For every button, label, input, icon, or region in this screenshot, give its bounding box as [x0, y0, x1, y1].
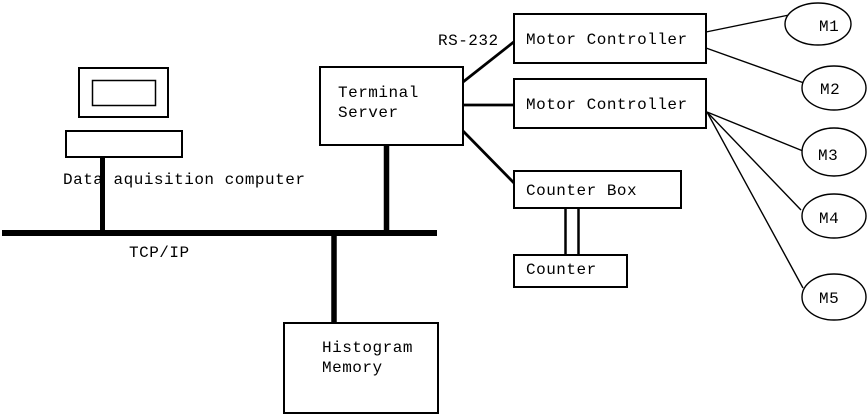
motor-controller-2-box [513, 78, 707, 129]
histogram-memory-box [283, 322, 439, 414]
motor-controller-1-label: Motor Controller [526, 31, 688, 49]
histogram-memory-label-line2: Memory [322, 359, 383, 377]
motor-m1-label: M1 [819, 18, 839, 36]
motor-m2-label: M2 [820, 81, 840, 99]
rs232-link-counter-box [462, 130, 517, 186]
computer-screen-icon [91, 79, 157, 107]
link-mc1-m2 [705, 47, 805, 84]
computer-keyboard-icon [65, 130, 183, 158]
counter-label: Counter [526, 261, 597, 279]
link-mc2-m4 [706, 111, 802, 211]
motor-m5-ellipse [801, 273, 867, 321]
counter-box [513, 254, 628, 288]
link-mc2-m5 [706, 111, 804, 289]
link-mc2-m3 [706, 111, 804, 152]
motor-m4-ellipse [801, 193, 867, 239]
counter-box-box [513, 170, 682, 209]
data-acquisition-computer-label: Data aquisition computer [63, 171, 305, 189]
motor-m2-ellipse [801, 65, 867, 111]
motor-m4-label: M4 [819, 210, 839, 228]
tcpip-label: TCP/IP [129, 244, 190, 262]
counter-box-label: Counter Box [526, 182, 637, 200]
terminal-server-label-line2: Server [338, 104, 399, 122]
histogram-memory-label-line1: Histogram [322, 339, 413, 357]
motor-m3-ellipse [801, 127, 867, 177]
motor-m3-label: M3 [818, 147, 838, 165]
rs232-link-motor-controller-1 [462, 39, 516, 84]
motor-controller-1-box [513, 13, 707, 64]
motor-m1-ellipse [784, 2, 852, 46]
terminal-server-label-line1: Terminal [338, 84, 419, 102]
motor-m5-label: M5 [819, 290, 839, 308]
terminal-server-box [319, 66, 464, 146]
link-mc1-m1 [705, 14, 790, 33]
motor-controller-2-label: Motor Controller [526, 96, 688, 114]
rs232-label: RS-232 [438, 32, 499, 50]
